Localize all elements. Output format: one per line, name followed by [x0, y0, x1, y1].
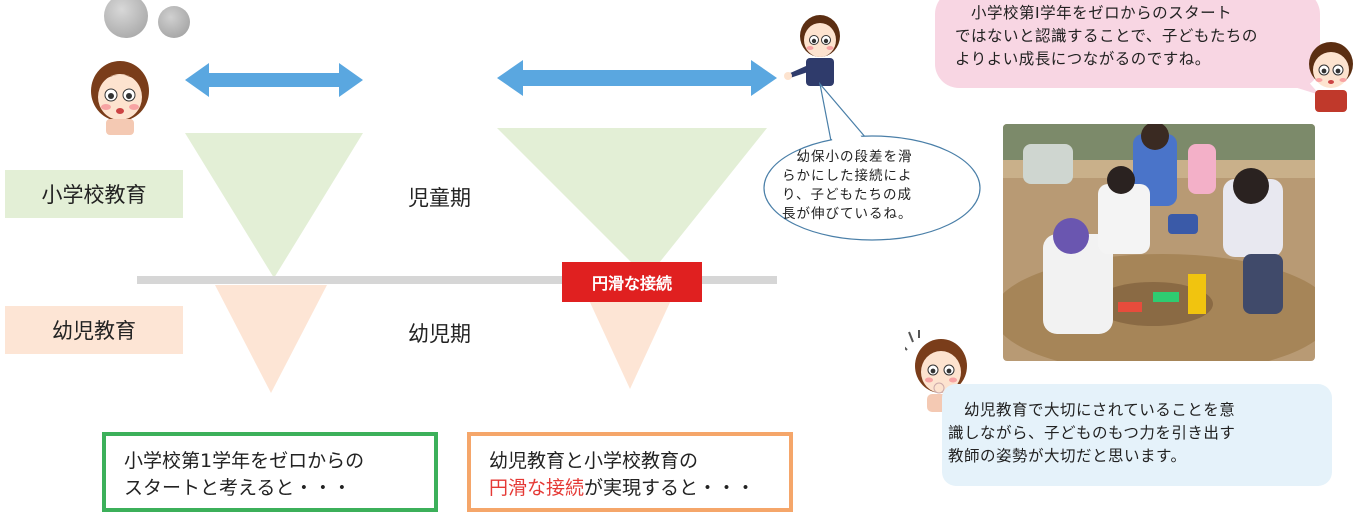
smooth-connection-caption-line2: 円滑な接続が実現すると・・・: [489, 475, 789, 502]
early-childhood-education-label: 幼児教育: [5, 306, 183, 354]
thought-dot-small: [158, 6, 190, 38]
stage-divider-line: [137, 276, 777, 284]
teacher-speech-oval: [763, 82, 981, 241]
pink-speech-bubble-bg: [935, 0, 1320, 95]
early-triangle-left: [215, 285, 327, 393]
elementary-triangle-right: [497, 128, 767, 278]
thinking-girl-icon: [905, 330, 967, 412]
teacher-speech-text: 幼保小の段差を滑 らかにした接続によ り、子どもたちの成 長が伸びているね。: [782, 148, 972, 224]
elementary-triangle-left: [185, 133, 363, 278]
zero-start-caption-line1: 小学校第1学年をゼロからの: [124, 450, 365, 472]
zero-start-caption: 小学校第1学年をゼロからの スタートと考えると・・・: [102, 432, 438, 512]
thought-dot-large: [104, 0, 148, 38]
pink-speech-line: よりよい成長につながるのですね。: [955, 50, 1211, 68]
blue-speech-bubble-bg: [942, 384, 1332, 486]
blue-speech-line: 識しながら、子どものもつ力を引き出す: [948, 424, 1236, 442]
teacher-speech-line: 長が伸びているね。: [782, 206, 913, 222]
teacher-speech-line: 幼保小の段差を滑: [782, 149, 913, 165]
pink-speech-line: ではないと認識することで、子どもたちの: [955, 27, 1258, 45]
teacher-speech-line: り、子どもたちの成: [782, 187, 912, 203]
early-period-label: 幼児期: [408, 322, 471, 346]
smooth-connection-caption: 幼児教育と小学校教育の 円滑な接続が実現すると・・・: [467, 432, 793, 512]
blue-speech-text: 幼児教育で大切にされていることを意 識しながら、子どものもつ力を引き出す 教師の…: [948, 399, 1328, 468]
elementary-education-label: 小学校教育: [5, 170, 183, 218]
blue-speech-line: 教師の姿勢が大切だと思います。: [948, 447, 1187, 465]
right-arrow-icon: [497, 60, 777, 96]
smooth-connection-caption-line1: 幼児教育と小学校教育の: [489, 450, 699, 472]
boy-character-icon: [1309, 42, 1353, 112]
zero-start-caption-line2: スタートと考えると・・・: [124, 477, 352, 499]
left-arrow-icon: [185, 63, 363, 97]
smooth-connection-caption-rest: が実現すると・・・: [584, 477, 756, 499]
teacher-speech-line: らかにした接続によ: [782, 168, 913, 184]
childhood-period-label: 児童期: [408, 186, 471, 210]
pink-speech-line: 小学校第Ⅰ学年をゼロからのスタート: [955, 4, 1233, 22]
girl-character-icon: [91, 61, 149, 135]
smooth-connection-badge: 円滑な接続: [562, 262, 702, 302]
pink-speech-text: 小学校第Ⅰ学年をゼロからのスタート ではないと認識することで、子どもたちの より…: [955, 2, 1305, 71]
teacher-character-icon: [784, 15, 840, 86]
blue-speech-line: 幼児教育で大切にされていることを意: [948, 401, 1236, 419]
smooth-connection-highlight: 円滑な接続: [489, 477, 585, 499]
children-digging-photo: [1003, 124, 1315, 361]
early-triangle-right: [582, 285, 678, 389]
